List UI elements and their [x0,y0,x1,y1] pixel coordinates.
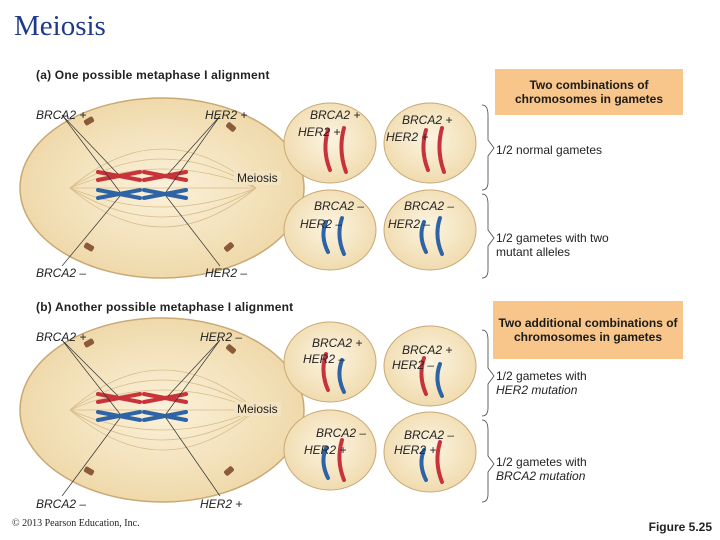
panel-b-meiosis-label: Meiosis [234,402,281,416]
panel-b-cell-bottom-label-1: BRCA2 – [316,426,367,440]
panel-a-label-her2-minus: HER2 – [205,266,248,280]
panel-b-gamete-bottom [383,411,477,493]
panel-a-cell-bottom-label-2: HER2 – [300,217,343,231]
panel-a-cell-bottom [283,189,377,271]
panel-a-heading: (a) One possible metaphase I alignment [36,68,270,82]
panel-b-cell-top [283,321,377,403]
page-title: Meiosis [14,10,106,42]
panel-a-gamete-bottom-label-2: HER2 – [388,217,431,231]
panel-a-gamete-top [383,102,477,184]
panel-a-result-mutant-1: 1/2 gametes with two [496,231,609,245]
panel-b-gamete-top-label-1: BRCA2 + [402,343,453,357]
panel-b-result-brca2-2: BRCA2 mutation [496,469,586,483]
panel-b-bracket-bottom [481,419,495,503]
panel-a-cell-top-label-1: BRCA2 + [310,108,361,122]
panel-b-label-brca2-minus: BRCA2 – [36,497,87,511]
copyright-notice: © 2013 Pearson Education, Inc. [12,518,140,529]
panel-b-centrosomes [83,338,236,476]
figure-number: Figure 5.25 [648,520,712,534]
panel-a-label-her2-plus: HER2 + [205,108,248,122]
panel-b-chromosomes [96,392,188,422]
panel-b-cell-bottom [283,409,377,491]
panel-a-result-normal: 1/2 normal gametes [496,143,603,157]
panel-a-cell-top [283,102,377,184]
panel-b-result-brca2-1: 1/2 gametes with [496,455,587,469]
panel-b-heading: (b) Another possible metaphase I alignme… [36,300,294,314]
panel-b-result-her2-1: 1/2 gametes with [496,369,587,383]
panel-a-cell-bottom-label-1: BRCA2 – [314,199,365,213]
panel-a-gamete-bottom-label-1: BRCA2 – [404,199,455,213]
panel-a-gamete-bottom [383,189,477,271]
panel-a-result-mutant-2: mutant alleles [496,245,571,259]
panel-b-cell-top-label-2: HER2 – [303,352,346,366]
panel-b-spindle [69,369,257,451]
panel-a-centrosomes [83,116,236,252]
panel-b-pointers [61,339,221,497]
panel-a-pointers [61,114,221,267]
panel-a-bracket-bottom [481,193,495,279]
panel-b-graphic [19,317,495,503]
panel-b-label-her2-minus: HER2 – [200,330,243,344]
panel-a-spindle [69,148,257,228]
panel-b-bracket-top [481,329,495,417]
panel-a-cell-chromosomes [321,126,446,256]
panel-a-gamete-top-label-1: BRCA2 + [402,113,453,127]
panel-a-cell-top-label-2: HER2 + [298,125,341,139]
panel-b-result-her2-2: HER2 mutation [496,383,578,397]
panel-b-label-her2-plus: HER2 + [200,497,243,511]
panel-b-label-brca2-plus: BRCA2 + [36,330,87,344]
panel-a-graphic [19,97,495,279]
panel-a-meiosis-label: Meiosis [234,171,281,185]
panel-b-cell-chromosomes [321,352,444,484]
panel-b-gamete-bottom-label-1: BRCA2 – [404,428,455,442]
panel-a-label-brca2-minus: BRCA2 – [36,266,87,280]
panel-a-callout: Two combinations of chromosomes in gamet… [495,69,683,115]
panel-b-cell-top-label-1: BRCA2 + [312,336,363,350]
panel-b-gamete-bottom-label-2: HER2 + [394,443,437,457]
panel-b-cell-bottom-label-2: HER2 + [304,443,347,457]
panel-a-bracket-top [481,104,495,191]
panel-b-gamete-top-label-2: HER2 – [392,358,435,372]
panel-b-gamete-top [383,325,477,407]
panel-b-callout: Two additional combinations of chromosom… [493,301,683,359]
panel-a-label-brca2-plus: BRCA2 + [36,108,87,122]
panel-a-gamete-top-label-2: HER2 + [386,130,429,144]
